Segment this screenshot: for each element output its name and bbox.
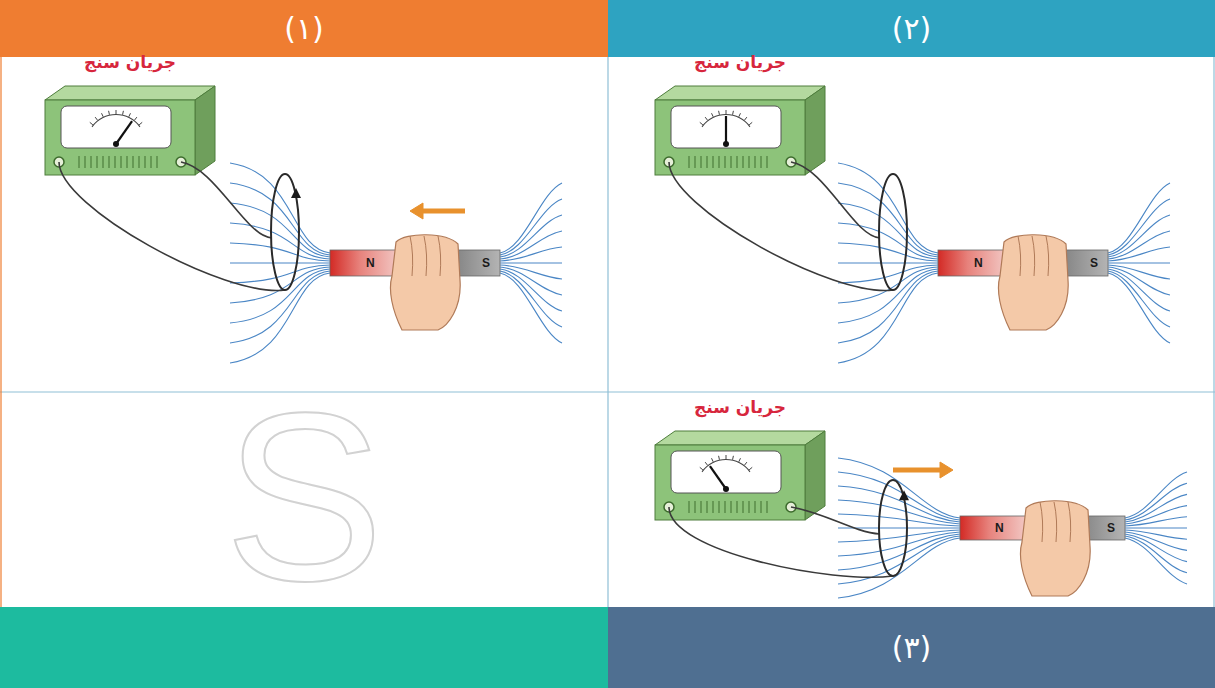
induction-experiment — [655, 431, 1187, 598]
bar-magnet-poles: NS — [960, 516, 1125, 540]
induction-experiment — [655, 86, 1170, 363]
panel-grid — [0, 57, 1215, 607]
wire — [669, 162, 893, 290]
bar-magnet-poles: NS — [330, 250, 500, 276]
coil-loop — [879, 480, 909, 576]
pole-letter: S — [1090, 256, 1098, 270]
induction-experiment — [45, 86, 562, 363]
galvanometer — [655, 86, 825, 175]
meter-heading-box: جریان سنج — [35, 52, 225, 175]
meter-label: جریان سنج — [694, 52, 786, 72]
color-band — [0, 607, 608, 688]
color-band — [608, 607, 1215, 688]
field-lines — [838, 163, 1170, 363]
pole-letter: N — [995, 521, 1004, 535]
panel-header: (۱) — [0, 0, 608, 57]
current-arrow — [899, 490, 909, 500]
panel-footer: (۳) — [608, 607, 1215, 688]
watermark-letter: S — [224, 377, 384, 617]
panel-number: (۲) — [892, 11, 932, 46]
coil-loop — [271, 174, 301, 290]
coil-loop — [879, 174, 907, 290]
panel-number: (۳) — [892, 630, 932, 665]
meter-heading-box: جریان سنج — [645, 397, 835, 520]
hand — [390, 235, 460, 330]
panel-header: (۲) — [608, 0, 1215, 57]
wire — [669, 507, 893, 577]
hand — [1020, 501, 1090, 596]
motion-arrow — [410, 203, 465, 219]
field-lines — [230, 163, 562, 363]
color-band — [0, 0, 608, 57]
hand — [998, 235, 1068, 330]
bar-magnet-poles: NS — [938, 250, 1108, 276]
panel-number: (۱) — [284, 11, 324, 46]
pole-letter: S — [1107, 521, 1115, 535]
pole-letter: S — [482, 256, 490, 270]
meter-label: جریان سنج — [84, 52, 176, 72]
meter-heading-box: جریان سنج — [645, 52, 835, 175]
current-arrow — [291, 188, 301, 198]
wire — [59, 162, 285, 290]
galvanometer — [45, 86, 215, 175]
pole-letter: N — [366, 256, 375, 270]
pole-letter: N — [974, 256, 983, 270]
color-band — [608, 0, 1215, 57]
galvanometer — [655, 431, 825, 520]
motion-arrow — [893, 462, 953, 478]
meter-label: جریان سنج — [694, 397, 786, 417]
